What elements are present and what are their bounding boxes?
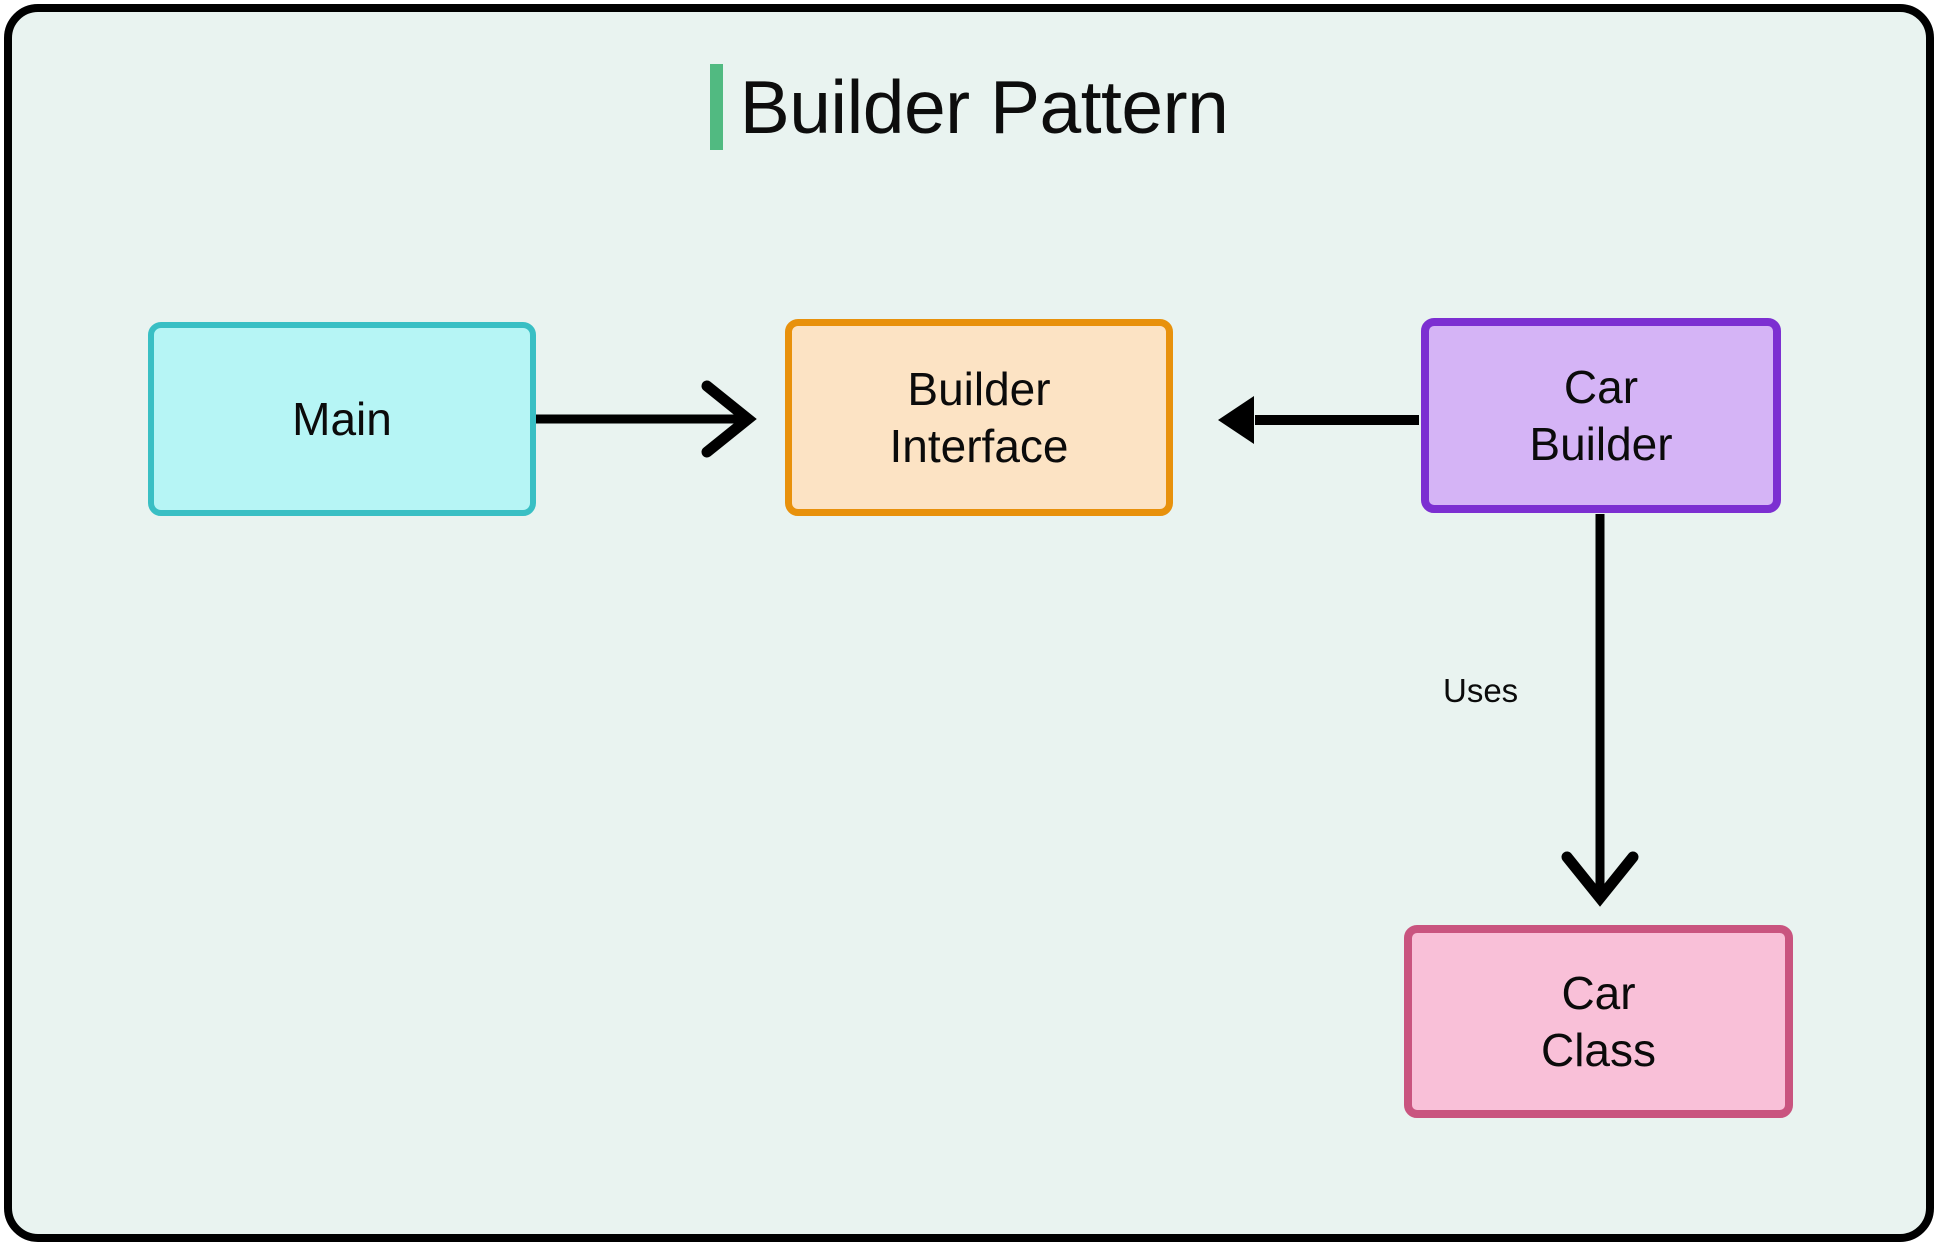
- edge-label-uses: Uses: [1443, 672, 1519, 709]
- page-title: Builder Pattern: [0, 52, 1938, 162]
- node-builder-interface[interactable]: Builder Interface: [785, 319, 1173, 516]
- node-car-class[interactable]: Car Class: [1404, 925, 1793, 1118]
- node-main[interactable]: Main: [148, 322, 536, 516]
- page-title-text: Builder Pattern: [739, 64, 1229, 149]
- node-car-builder[interactable]: Car Builder: [1421, 318, 1781, 513]
- title-accent-bar: [709, 64, 723, 150]
